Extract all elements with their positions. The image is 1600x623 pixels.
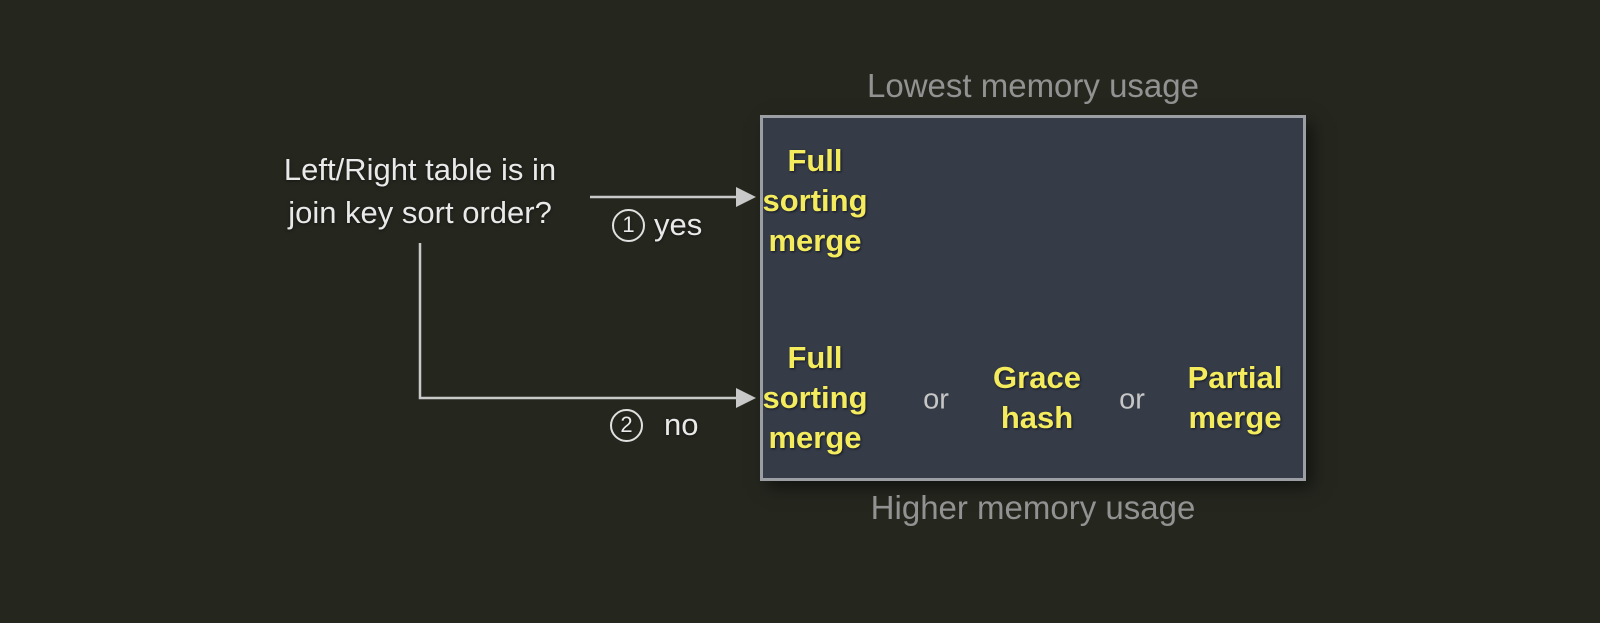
algo-full-sorting-merge-unsorted: Full sorting merge	[762, 340, 868, 455]
caption-lowest-memory: Lowest memory usage	[867, 67, 1199, 104]
or-separator-2: or	[1119, 383, 1145, 416]
algorithm-options-box: Full sorting merge Full sorting merge or…	[760, 115, 1306, 481]
branch-no-word: no	[664, 407, 699, 442]
branch-no-label: 2 no	[610, 407, 698, 443]
algo-grace-hash: Grace hash	[993, 360, 1081, 435]
branch-yes-word: yes	[654, 207, 703, 242]
question-line-1: Left/Right table is in	[283, 152, 557, 187]
question-text: Left/Right table is in join key sort ord…	[230, 148, 610, 234]
branch-yes-label: 1 yes	[612, 207, 702, 243]
or-separator-1: or	[923, 383, 949, 416]
algo-partial-merge: Partial merge	[1187, 360, 1283, 435]
branch-no-arrow	[418, 243, 756, 408]
algo-full-sorting-merge-sorted: Full sorting merge	[762, 143, 868, 258]
circled-number-2-icon: 2	[610, 408, 643, 442]
question-line-2: join key sort order?	[288, 195, 552, 230]
caption-higher-memory: Higher memory usage	[870, 489, 1196, 526]
circled-number-1-icon: 1	[612, 208, 645, 242]
